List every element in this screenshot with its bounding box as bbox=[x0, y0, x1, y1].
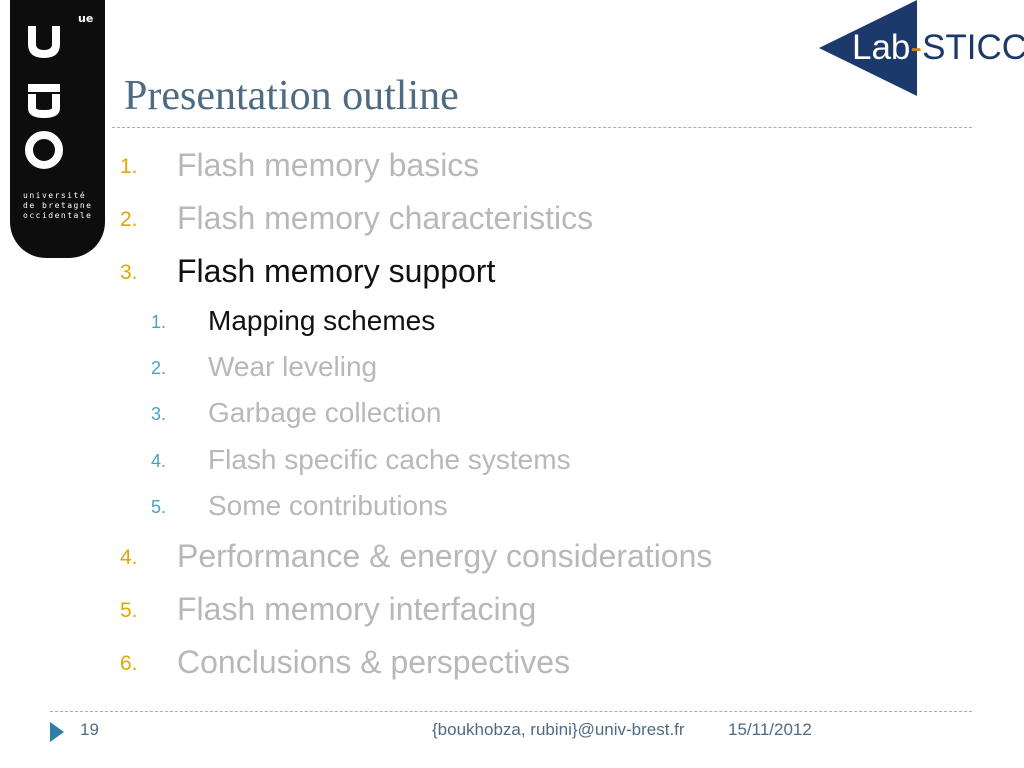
outline-number: 5. bbox=[120, 599, 138, 622]
outline-label: Flash memory characteristics bbox=[177, 200, 594, 236]
outline-number: 5. bbox=[151, 497, 167, 517]
outline-label: Flash memory basics bbox=[177, 147, 480, 183]
outline-number: 2. bbox=[120, 208, 138, 231]
lab-name-right: STICC bbox=[922, 28, 1024, 67]
author-email: {boukhobza, rubini}@univ-brest.fr bbox=[432, 720, 685, 739]
outline-label: Flash memory support bbox=[177, 253, 496, 289]
lab-name-left: Lab bbox=[852, 28, 911, 67]
slide-title: Presentation outline bbox=[124, 73, 459, 119]
lab-sticc-logo-icon bbox=[819, 0, 917, 96]
page-number: 19 bbox=[80, 720, 99, 739]
outline-number: 6. bbox=[120, 652, 138, 675]
ue-badge-text: ue bbox=[78, 12, 94, 25]
outline-label: Some contributions bbox=[208, 490, 448, 521]
outline-label: Conclusions & perspectives bbox=[177, 644, 571, 680]
ue-badge: ue bbox=[78, 12, 93, 25]
lab-name-dash: - bbox=[910, 28, 923, 67]
footer-divider bbox=[50, 711, 972, 712]
outline-number: 1. bbox=[120, 155, 138, 178]
outline-label: Performance & energy considerations bbox=[177, 538, 713, 574]
outline-label: Flash specific cache systems bbox=[208, 444, 571, 475]
outline-number: 2. bbox=[151, 358, 167, 378]
outline-number: 4. bbox=[151, 451, 167, 471]
ubo-line-2: de bretagne bbox=[23, 201, 93, 210]
ubo-name: université de bretagne occidentale bbox=[23, 191, 92, 221]
outline-label: Garbage collection bbox=[208, 397, 442, 428]
outline-label: Flash memory interfacing bbox=[177, 591, 537, 627]
outline-number: 4. bbox=[120, 546, 138, 569]
lab-sticc-logo-text: Lab-STICC bbox=[852, 28, 1024, 68]
outline-number: 1. bbox=[151, 312, 167, 332]
outline-number: 3. bbox=[120, 261, 138, 284]
outline-label: Wear leveling bbox=[208, 351, 378, 382]
ubo-logo: ue université de bretagne occidentale bbox=[10, 0, 105, 258]
title-divider bbox=[112, 127, 972, 128]
play-arrow-icon bbox=[50, 722, 64, 742]
ubo-line-3: occidentale bbox=[23, 211, 93, 220]
outline-number: 3. bbox=[151, 404, 167, 424]
presentation-date: 15/11/2012 bbox=[728, 720, 812, 739]
ubo-letters-icon bbox=[25, 26, 63, 169]
ubo-line-1: université bbox=[23, 191, 87, 200]
outline-label: Mapping schemes bbox=[208, 305, 436, 336]
